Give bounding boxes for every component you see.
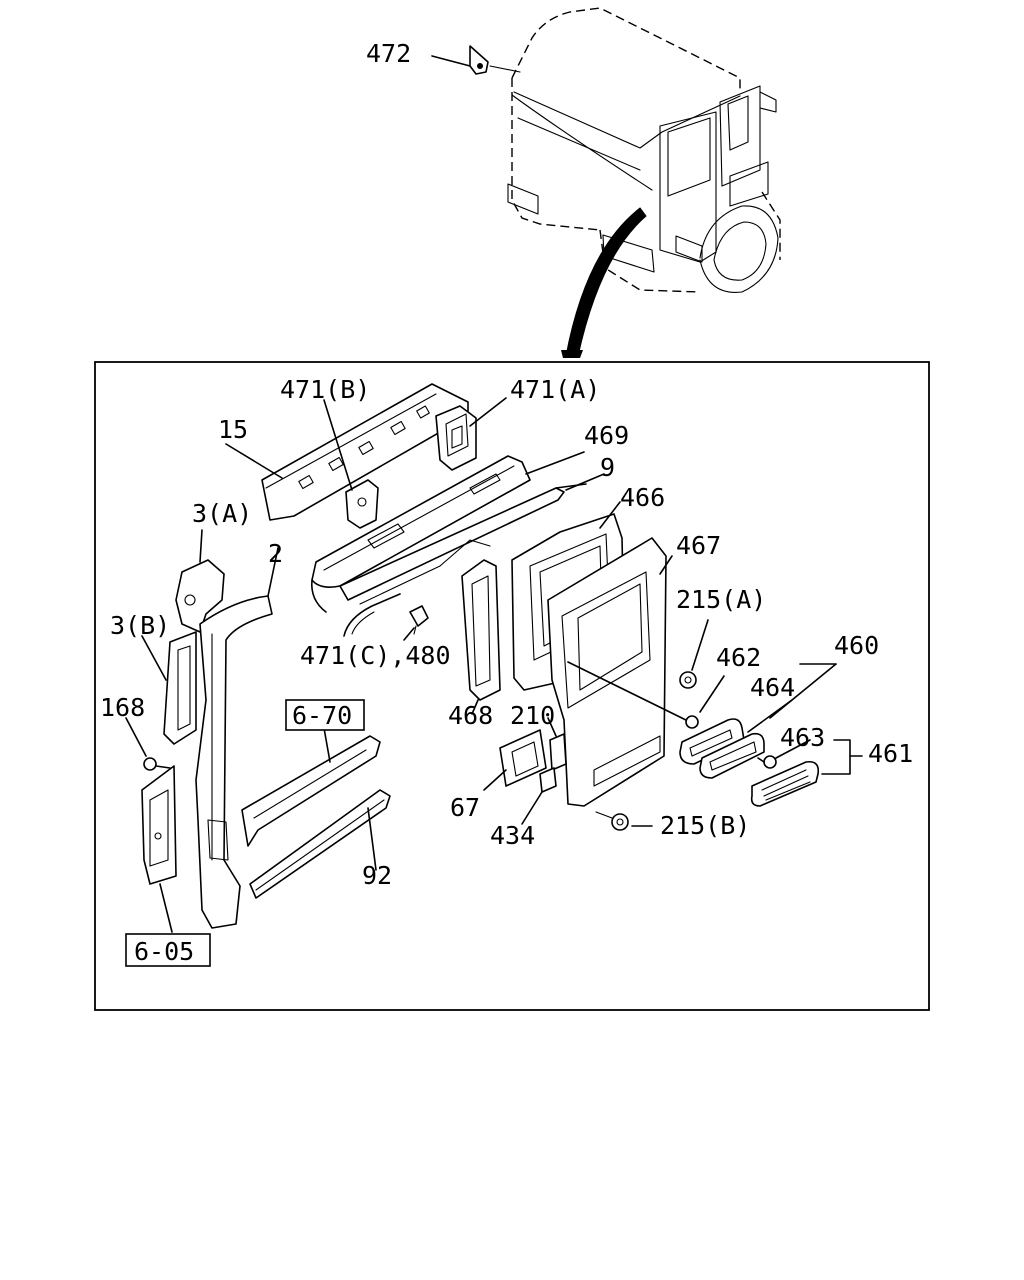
part-6-70-floor-panel — [241, 727, 381, 847]
label-467: 467 — [676, 531, 721, 560]
label-6-05: 6-05 — [134, 937, 194, 966]
label-box-6-05 — [125, 933, 211, 967]
label-471c-480: 471(C),480 — [300, 641, 451, 670]
part-464-frame — [699, 663, 837, 779]
label-462: 462 — [716, 643, 761, 672]
part-434 — [521, 767, 557, 825]
label-9: 9 — [600, 453, 615, 482]
part-3b-pillar-inner — [141, 631, 197, 745]
label-434: 434 — [490, 821, 535, 850]
part-215b-nut — [595, 811, 653, 831]
label-215b: 215(B) — [660, 811, 750, 840]
part-92-rocker — [249, 789, 391, 899]
part-215a-nut — [679, 619, 709, 689]
label-15: 15 — [218, 415, 248, 444]
label-460: 460 — [834, 631, 879, 660]
cab-overview — [507, 7, 781, 358]
part-468-b-pillar — [461, 559, 501, 715]
part-472-clip — [431, 45, 521, 75]
part-467-door-inner — [547, 537, 691, 807]
label-463: 463 — [780, 723, 825, 752]
label-471a: 471(A) — [510, 375, 600, 404]
part-168-bolt — [125, 717, 171, 771]
part-210 — [547, 717, 567, 771]
part-471a-bracket — [435, 397, 507, 471]
label-466: 466 — [620, 483, 665, 512]
label-215a: 215(A) — [676, 585, 766, 614]
part-471b-bracket — [323, 399, 379, 529]
label-box-6-70 — [285, 699, 365, 731]
label-468: 468 — [448, 701, 493, 730]
part-462-gasket — [679, 675, 745, 765]
label-67: 67 — [450, 793, 480, 822]
label-471b: 471(B) — [280, 375, 370, 404]
part-2-a-pillar — [195, 547, 279, 929]
label-210: 210 — [510, 701, 555, 730]
part-6-05-lower-pillar — [141, 765, 177, 933]
label-472: 472 — [366, 39, 411, 68]
part-461-lamp — [750, 739, 863, 807]
detail-frame — [94, 361, 930, 1011]
label-3a: 3(A) — [192, 499, 252, 528]
label-3b: 3(B) — [110, 611, 170, 640]
label-168: 168 — [100, 693, 145, 722]
part-469-roof-bow — [310, 451, 585, 613]
label-6-70: 6-70 — [292, 701, 352, 730]
part-471c-480 — [343, 593, 429, 641]
part-15-roof-rail — [225, 383, 469, 521]
part-67 — [483, 729, 547, 791]
part-3a-pillar-upper — [175, 529, 225, 633]
label-92: 92 — [362, 861, 392, 890]
part-463-screw — [757, 739, 811, 769]
label-2: 2 — [268, 539, 283, 568]
label-469: 469 — [584, 421, 629, 450]
part-9-header — [339, 473, 605, 605]
label-464: 464 — [750, 673, 795, 702]
label-461: 461 — [868, 739, 913, 768]
